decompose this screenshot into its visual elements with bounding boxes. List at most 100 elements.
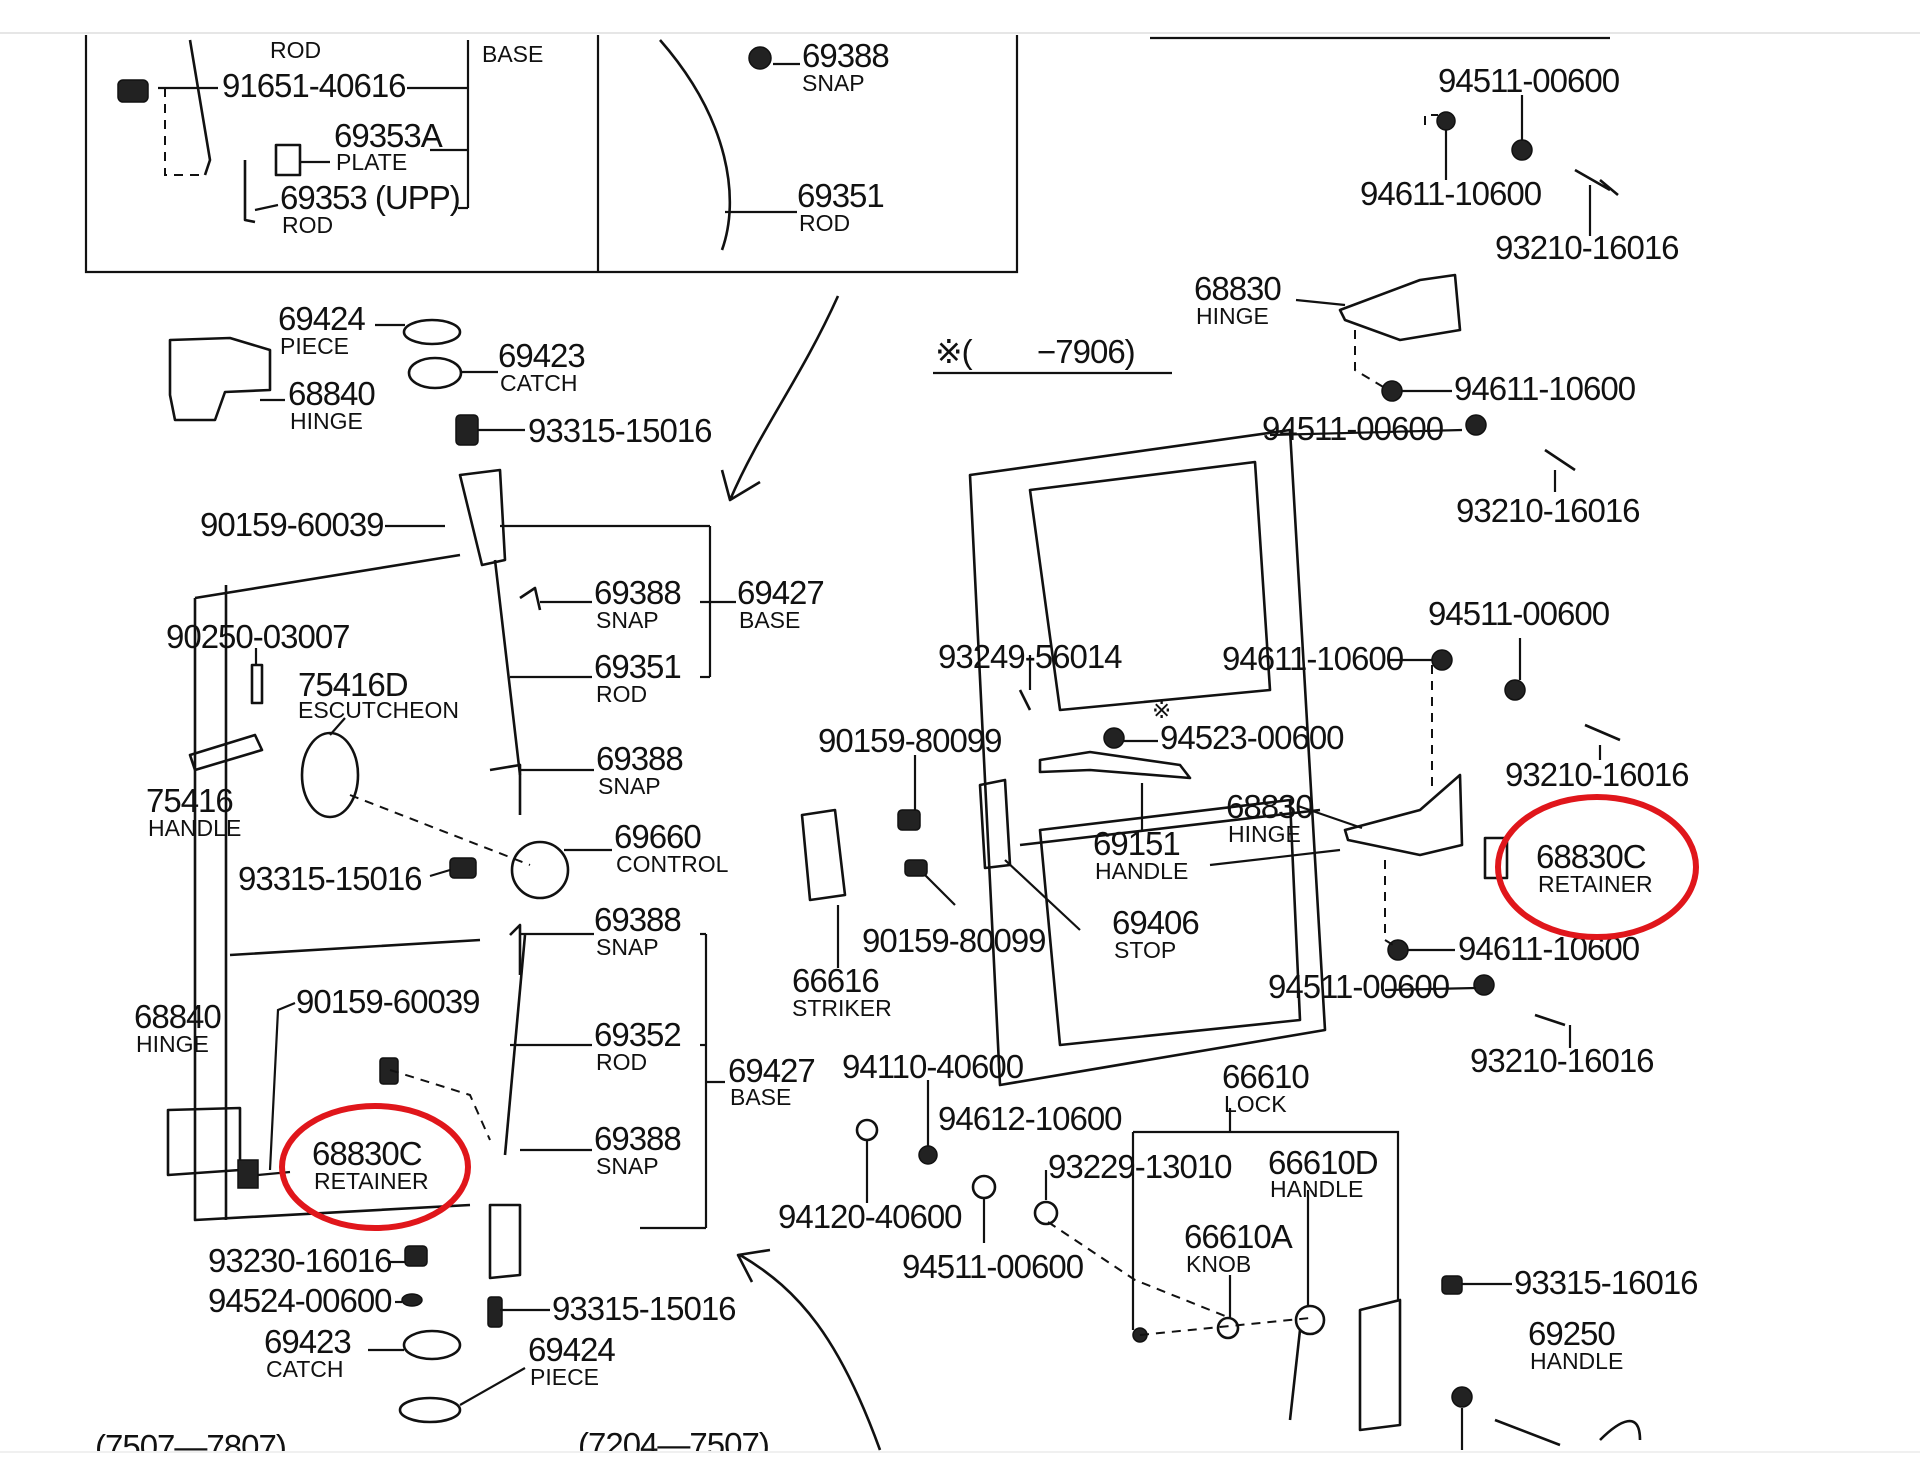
callout-label: ROD bbox=[596, 681, 647, 707]
callout-label: SNAP bbox=[596, 607, 659, 633]
callout-number: 69423 bbox=[264, 1323, 351, 1360]
callout-number: 66616 bbox=[792, 962, 879, 999]
callout-number: 94511-00600 bbox=[1262, 410, 1444, 447]
callout-number: 69388 bbox=[802, 37, 889, 74]
callout-label: HINGE bbox=[1228, 821, 1301, 847]
bottom-cutoff bbox=[0, 1452, 1920, 1484]
callout-number: 94524-00600 bbox=[208, 1282, 392, 1319]
callout-number: 90159-80099 bbox=[862, 922, 1046, 959]
retainer-left-number: 68830C bbox=[312, 1135, 422, 1172]
callout-number: 90159-60039 bbox=[200, 506, 384, 543]
callout-number: 75416 bbox=[146, 782, 233, 819]
callout-number: 93230-16016 bbox=[208, 1242, 392, 1279]
callout-label: ROD bbox=[799, 210, 850, 236]
date-note: ※( −7906) bbox=[935, 333, 1135, 370]
callout-label: ROD bbox=[596, 1049, 647, 1075]
callout-number: 94110-40600 bbox=[842, 1048, 1024, 1085]
callout-label: PIECE bbox=[530, 1364, 599, 1390]
callout-number: 69353 (UPP) bbox=[280, 179, 460, 216]
callout-number: 94511-00600 bbox=[1428, 595, 1610, 632]
callout-label: STOP bbox=[1114, 937, 1176, 963]
callout-number: 68830 bbox=[1194, 270, 1281, 307]
callout-number: 93315-15016 bbox=[238, 860, 422, 897]
callout-number: 69151 bbox=[1093, 825, 1180, 862]
callout-number: 90159-60039 bbox=[296, 983, 480, 1020]
asterisk-note: ※ bbox=[1152, 697, 1171, 723]
callout-label: CATCH bbox=[500, 370, 578, 396]
callout-number: 93229-13010 bbox=[1048, 1148, 1232, 1185]
callout-number: 69352 bbox=[594, 1016, 681, 1053]
callout-number: 94611-10600 bbox=[1454, 370, 1636, 407]
callout-number: 69427 bbox=[728, 1052, 815, 1089]
callout-number: BASE bbox=[482, 41, 543, 67]
callout-number: 94511-00600 bbox=[1268, 968, 1450, 1005]
retainer-right-number: 68830C bbox=[1536, 838, 1646, 875]
callout-number: 66610A bbox=[1184, 1218, 1293, 1255]
callout-number: 69388 bbox=[596, 740, 683, 777]
callout-number: 69406 bbox=[1112, 904, 1199, 941]
callout-number: 69424 bbox=[528, 1331, 615, 1368]
callout-number: ROD bbox=[270, 37, 321, 63]
callout-number: 93315-16016 bbox=[1514, 1264, 1698, 1301]
callout-number: 93210-16016 bbox=[1470, 1042, 1654, 1079]
callout-label: HANDLE bbox=[1270, 1176, 1363, 1202]
callout-number: 94523-00600 bbox=[1160, 719, 1344, 756]
callout-label: KNOB bbox=[1186, 1251, 1251, 1277]
callout-label: PIECE bbox=[280, 333, 349, 359]
callout-label: SNAP bbox=[802, 70, 865, 96]
callout-number: 90159-80099 bbox=[818, 722, 1002, 759]
callout-number: 93210-16016 bbox=[1456, 492, 1640, 529]
callout-number: 69250 bbox=[1528, 1315, 1615, 1352]
callout-number: 94511-00600 bbox=[902, 1248, 1084, 1285]
inset-box bbox=[84, 35, 1610, 274]
callout-number: 69388 bbox=[594, 901, 681, 938]
callout-number: 69351 bbox=[594, 648, 681, 685]
callout-label: HINGE bbox=[290, 408, 363, 434]
callout-number: 93315-15016 bbox=[552, 1290, 736, 1327]
callout-number: 94120-40600 bbox=[778, 1198, 962, 1235]
callout-number: 94611-10600 bbox=[1360, 175, 1542, 212]
retainer-left-label: RETAINER bbox=[314, 1168, 429, 1194]
callout-number: 93210-16016 bbox=[1495, 229, 1679, 266]
callout-number: 69660 bbox=[614, 818, 701, 855]
callout-number: 75416D bbox=[298, 666, 408, 703]
callout-label: STRIKER bbox=[792, 995, 892, 1021]
callout-number: 94612-10600 bbox=[938, 1100, 1122, 1137]
callout-label: SNAP bbox=[596, 1153, 659, 1179]
callout-label: ESCUTCHEON bbox=[298, 697, 459, 723]
callout-number: 91651-40616 bbox=[222, 67, 406, 104]
callout-number: 69423 bbox=[498, 337, 585, 374]
highlight-circle-left bbox=[279, 1103, 471, 1231]
callout-label: LOCK bbox=[1224, 1091, 1287, 1117]
callout-number: 69353A bbox=[334, 117, 443, 154]
callout-label: BASE bbox=[730, 1084, 791, 1110]
callout-label: SNAP bbox=[598, 773, 661, 799]
callout-number: 69388 bbox=[594, 574, 681, 611]
callout-number: 69427 bbox=[737, 574, 824, 611]
retainer-right-label: RETAINER bbox=[1538, 871, 1653, 897]
highlight-circle-right bbox=[1495, 794, 1699, 940]
callout-label: HANDLE bbox=[1095, 858, 1188, 884]
callout-number: 66610 bbox=[1222, 1058, 1309, 1095]
callout-number: 93315-15016 bbox=[528, 412, 712, 449]
right-door-assembly bbox=[800, 111, 1642, 1447]
callout-label: ROD bbox=[282, 212, 333, 238]
callout-label: PLATE bbox=[336, 149, 407, 175]
callout-number: 69388 bbox=[594, 1120, 681, 1157]
leader-lines bbox=[158, 40, 1602, 1450]
callout-number: 68840 bbox=[288, 375, 375, 412]
callout-label: BASE bbox=[739, 607, 800, 633]
callout-number: 69424 bbox=[278, 300, 365, 337]
callout-label: HANDLE bbox=[148, 815, 241, 841]
callout-number: 68840 bbox=[134, 998, 221, 1035]
callout-number: 69351 bbox=[797, 177, 884, 214]
callout-label: HINGE bbox=[1196, 303, 1269, 329]
callout-number: 68830 bbox=[1226, 788, 1313, 825]
left-door-assembly bbox=[117, 39, 882, 1451]
callout-number: 90250-03007 bbox=[166, 618, 350, 655]
callout-label: HINGE bbox=[136, 1031, 209, 1057]
callout-number: 94611-10600 bbox=[1222, 640, 1404, 677]
callout-labels: ROD BASE 91651-40616 69353A PLATE 69353 … bbox=[134, 37, 1699, 1390]
callout-number: 94511-00600 bbox=[1438, 62, 1620, 99]
